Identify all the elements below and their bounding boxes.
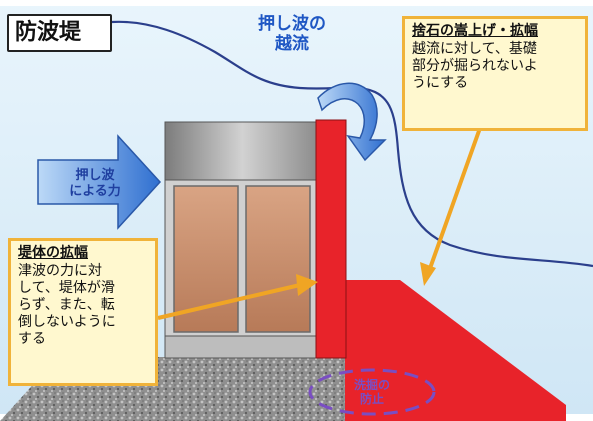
page-title: 防波堤 xyxy=(7,14,112,52)
leader-lines xyxy=(157,127,482,320)
riprap-note-line: 越流に対して、基礎 xyxy=(412,41,537,57)
body-widening-note-line: して、堤体が滑 xyxy=(18,280,115,296)
curved-overflow-arrow-icon xyxy=(317,82,387,162)
scour-label-line-1: 洗掘の xyxy=(353,378,390,392)
scour-outline xyxy=(308,368,436,416)
wave-push-arrow-icon xyxy=(37,134,162,230)
body-widening-note-line: する xyxy=(18,331,46,347)
riprap-note-line: うにする xyxy=(412,75,469,91)
wave-force-label-line-1: 押し波 xyxy=(75,168,115,183)
body-widening-note-line: 倒しないように xyxy=(18,314,116,330)
riprap-note: 捨石の嵩上げ・拡幅 越流に対して、基礎 部分が掘られないよ うにする xyxy=(402,16,588,131)
body-widening-note-line: らず、また、転 xyxy=(18,297,115,313)
riprap-extension xyxy=(345,280,566,421)
body-widening-note: 堤体の拡幅 津波の力に対 して、堤体が滑 らず、また、転 倒しないように する xyxy=(8,238,158,386)
body-widening-note-line: 津波の力に対 xyxy=(18,263,102,279)
body-widening-note-title: 堤体の拡幅 xyxy=(18,245,88,261)
caisson xyxy=(164,121,321,359)
wave-overflow-label: 押し波の 越流 xyxy=(232,14,352,54)
top-border xyxy=(0,0,593,6)
riprap-note-line: 部分が掘られないよ xyxy=(412,58,538,74)
riprap-note-title: 捨石の嵩上げ・拡幅 xyxy=(412,23,538,39)
scour-prevention-label: 洗掘の 防止 xyxy=(329,378,415,406)
wave-overflow-label-line-1: 押し波の xyxy=(258,14,326,34)
widened-wall xyxy=(315,119,347,359)
wave-force-label: 押し波 による力 xyxy=(54,168,136,200)
wave-line xyxy=(111,20,593,268)
scour-label-line-2: 防止 xyxy=(359,392,384,406)
wave-force-label-line-2: による力 xyxy=(69,184,121,199)
wave-overflow-label-line-2: 越流 xyxy=(275,34,309,54)
